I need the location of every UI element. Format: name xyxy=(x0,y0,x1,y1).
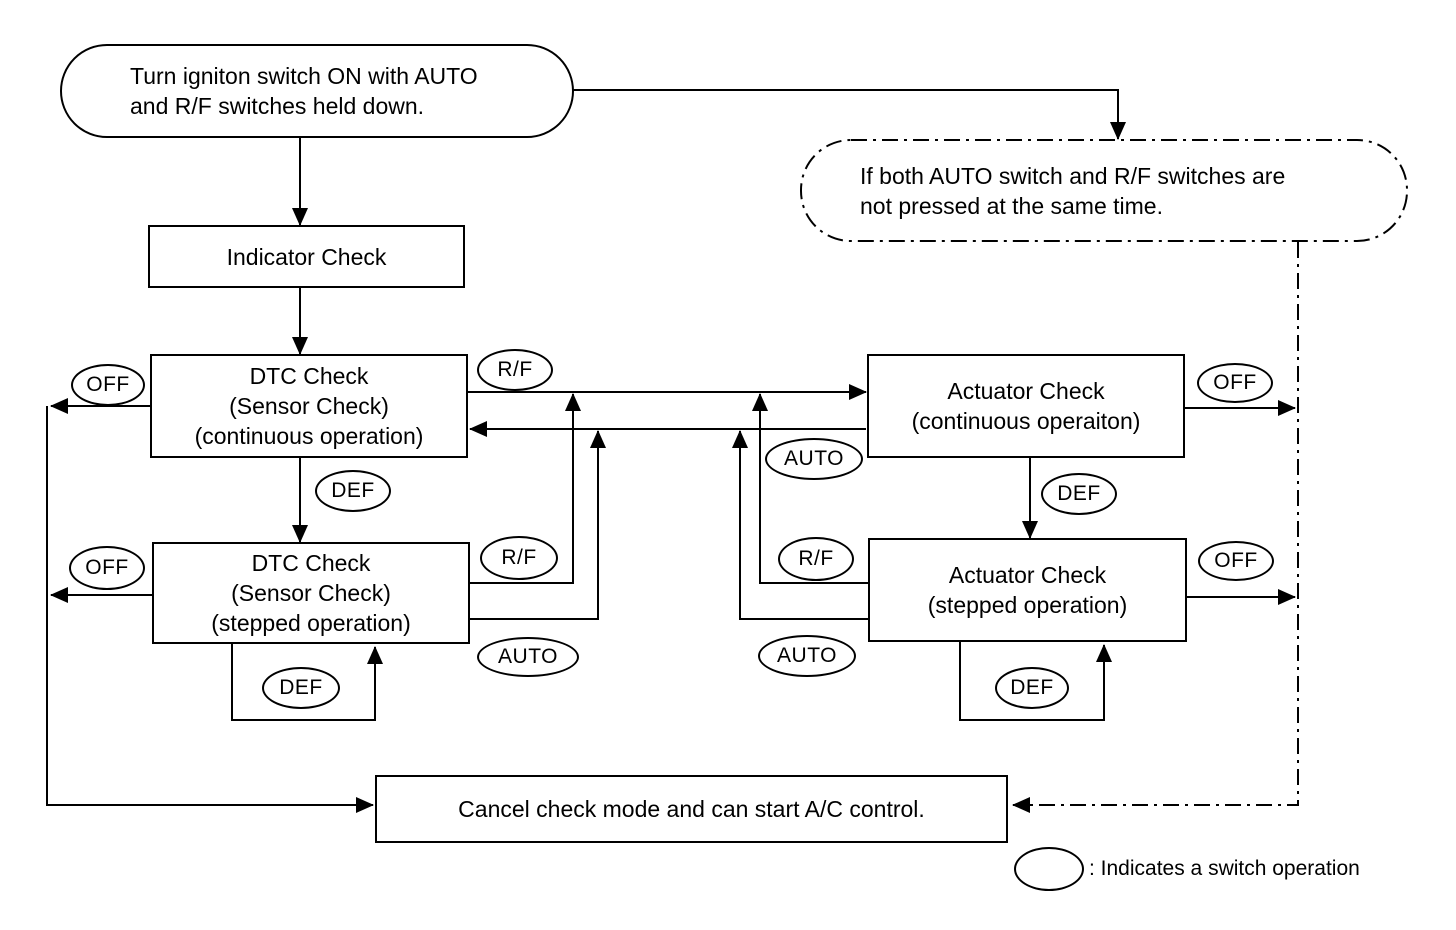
switch-label: DEF xyxy=(1010,676,1054,699)
node-text: Actuator Check xyxy=(947,378,1105,404)
edge-def-loop-dtc-stepped xyxy=(231,644,383,721)
node-indicator-check: Indicator Check xyxy=(148,225,465,288)
node-text: (stepped operation) xyxy=(211,610,411,636)
switch-label: OFF xyxy=(1213,371,1257,394)
switch-rf-actuator-stepped: R/F xyxy=(778,537,854,581)
legend-switch-ellipse xyxy=(1014,847,1084,891)
node-text: DTC Check xyxy=(249,363,369,389)
node-ignition-start: Turn igniton switch ON with AUTO and R/F… xyxy=(60,44,574,138)
node-text: Indicator Check xyxy=(226,243,387,270)
switch-label: DEF xyxy=(279,676,323,699)
switch-def-loop-actuator-stepped: DEF xyxy=(995,667,1069,709)
switch-off-actuator-continuous: OFF xyxy=(1197,363,1273,403)
node-text: Cancel check mode and can start A/C cont… xyxy=(458,796,925,822)
switch-off-dtc-continuous: OFF xyxy=(71,364,145,406)
condition-note-outline xyxy=(800,139,1408,242)
switch-def-actuator: DEF xyxy=(1041,473,1117,515)
switch-label: AUTO xyxy=(784,447,844,470)
node-actuator-check-continuous: Actuator Check (continuous operaiton) xyxy=(867,354,1185,458)
edge-ignition-to-condition xyxy=(570,89,1126,140)
edge-auto-dtc-stepped-merge xyxy=(470,430,606,620)
switch-label: DEF xyxy=(1057,482,1101,505)
edge-rf-actuator-stepped-merge xyxy=(752,393,868,584)
node-text: (stepped operation) xyxy=(927,592,1128,618)
switch-off-dtc-stepped: OFF xyxy=(69,546,145,590)
switch-label: R/F xyxy=(798,547,834,570)
node-text: DTC Check xyxy=(251,550,371,576)
node-text: (Sensor Check) xyxy=(231,580,391,606)
edge-off-trunk-to-cancel xyxy=(46,406,374,813)
node-text: and R/F switches held down. xyxy=(130,93,425,119)
node-dtc-check-continuous: DTC Check (Sensor Check) (continuous ope… xyxy=(150,354,468,458)
edge-def-loop-actuator-stepped xyxy=(959,642,1112,721)
switch-rf-dtc-continuous: R/F xyxy=(477,349,553,391)
switch-def-loop-dtc-stepped: DEF xyxy=(262,667,340,709)
switch-label: AUTO xyxy=(498,645,558,668)
node-text: If both AUTO switch and R/F switches are xyxy=(860,162,1286,189)
edge-auto-actuator-stepped-merge xyxy=(732,430,868,620)
node-text: (continuous operaiton) xyxy=(911,408,1141,434)
switch-off-actuator-stepped: OFF xyxy=(1198,541,1274,581)
switch-auto-actuator-stepped: AUTO xyxy=(758,635,856,677)
edge-rf-dtc-stepped-merge xyxy=(470,393,581,584)
switch-label: DEF xyxy=(331,479,375,502)
node-text: (continuous operation) xyxy=(194,423,424,449)
switch-label: R/F xyxy=(501,546,537,569)
node-text: Turn igniton switch ON with AUTO xyxy=(130,63,478,89)
node-text: not pressed at the same time. xyxy=(860,192,1163,219)
node-text: (Sensor Check) xyxy=(229,393,389,419)
node-text: Actuator Check xyxy=(948,562,1107,588)
switch-label: R/F xyxy=(497,358,533,381)
switch-def-dtc: DEF xyxy=(315,470,391,512)
node-actuator-check-stepped: Actuator Check (stepped operation) xyxy=(868,538,1187,642)
node-cancel-check-mode: Cancel check mode and can start A/C cont… xyxy=(375,775,1008,843)
switch-label: AUTO xyxy=(777,644,837,667)
node-condition-note: If both AUTO switch and R/F switches are… xyxy=(800,139,1408,242)
edge-condition-trunk-to-cancel xyxy=(1012,242,1299,813)
switch-label: OFF xyxy=(85,556,129,579)
switch-auto-dtc-stepped: AUTO xyxy=(477,637,579,677)
node-dtc-check-stepped: DTC Check (Sensor Check) (stepped operat… xyxy=(152,542,470,644)
switch-auto-actuator-continuous: AUTO xyxy=(765,438,863,480)
switch-rf-dtc-stepped: R/F xyxy=(480,536,558,580)
legend-caption: : Indicates a switch operation xyxy=(1089,857,1360,880)
switch-label: OFF xyxy=(86,373,130,396)
switch-label: OFF xyxy=(1214,549,1258,572)
